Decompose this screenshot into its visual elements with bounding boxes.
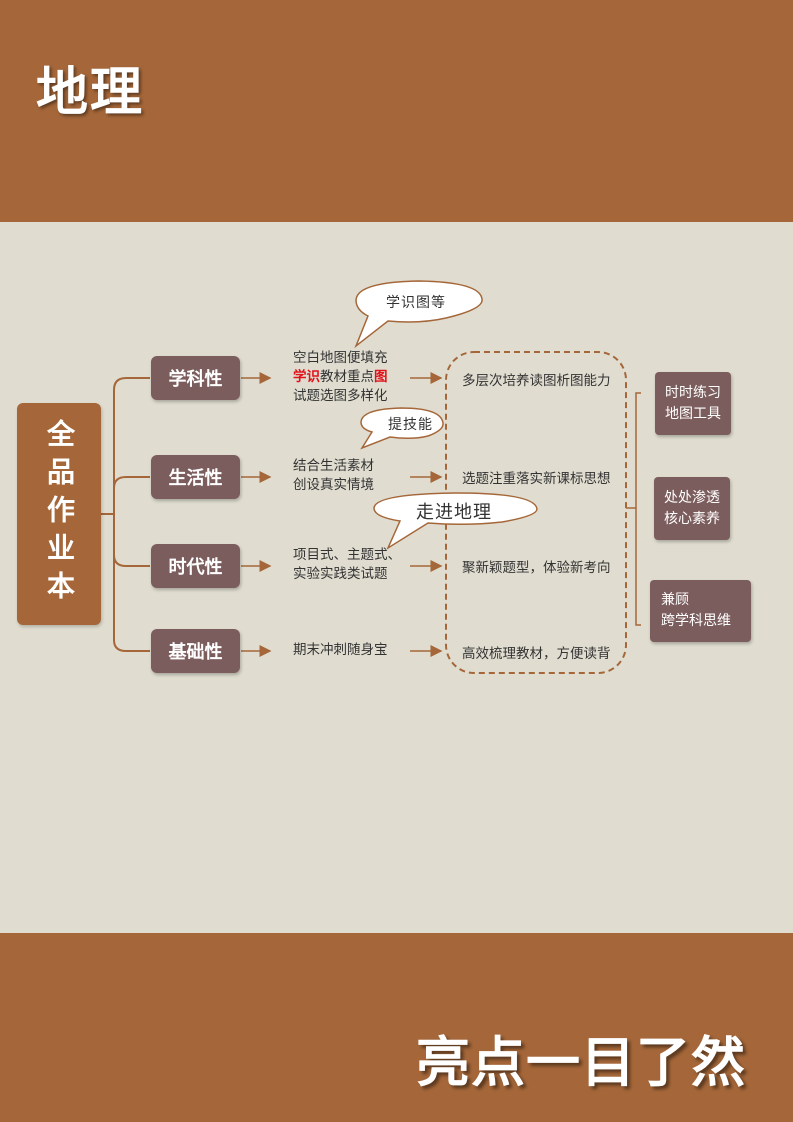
category-shenghuo: 生活性 bbox=[151, 455, 240, 499]
desc-shidai-line1: 项目式、主题式、 bbox=[293, 547, 401, 563]
category-xueke: 学科性 bbox=[151, 356, 240, 400]
outcome-3-line1: 兼顾 bbox=[661, 592, 689, 608]
bubble-tijineng bbox=[360, 407, 444, 450]
desc-shenghuo: 结合生活素材 创设真实情境 bbox=[293, 457, 374, 495]
feature-1: 多层次培养读图析图能力 bbox=[462, 373, 611, 389]
outcome-3: 兼顾跨学科思维 bbox=[650, 580, 751, 642]
outcome-3-line2: 跨学科思维 bbox=[661, 613, 731, 629]
desc-shenghuo-line2: 创设真实情境 bbox=[293, 477, 374, 493]
outcome-1-line2: 地图工具 bbox=[665, 405, 721, 422]
outcome-bracket bbox=[635, 392, 641, 626]
outcome-2-line1: 处处渗透 bbox=[664, 489, 720, 506]
outcome-2: 处处渗透核心素养 bbox=[654, 477, 730, 540]
root-label: 全品作业本 bbox=[43, 419, 76, 609]
footer-slogan: 亮点一目了然 bbox=[416, 1031, 746, 1094]
desc-xueke-line3: 试题选图多样化 bbox=[293, 388, 388, 404]
callout-xueshi: 学识图等 bbox=[386, 295, 446, 311]
header-band bbox=[0, 0, 793, 222]
footer-band bbox=[0, 933, 793, 1122]
desc-shidai-line2: 实验实践类试题 bbox=[293, 566, 388, 582]
feature-3: 聚新颖题型，体验新考向 bbox=[462, 560, 611, 576]
outcome-1-line1: 时时练习 bbox=[665, 384, 721, 401]
branch-shenghuo bbox=[113, 476, 150, 489]
bubble-xueshi bbox=[354, 280, 483, 349]
desc-jichu-line1: 期末冲刺随身宝 bbox=[293, 642, 388, 658]
feature-4: 高效梳理教材，方便读背 bbox=[462, 646, 611, 662]
desc-xueke-line2-mid: 教材重点 bbox=[320, 369, 374, 385]
bubble-zoujin bbox=[373, 492, 538, 550]
tree-spine bbox=[113, 377, 150, 652]
desc-shidai: 项目式、主题式、 实验实践类试题 bbox=[293, 546, 401, 584]
category-jichu: 基础性 bbox=[151, 629, 240, 673]
category-shidai: 时代性 bbox=[151, 544, 240, 588]
root-node: 全品作业本 bbox=[17, 403, 101, 625]
features-dashed-box bbox=[445, 351, 627, 674]
feature-2: 选题注重落实新课标思想 bbox=[462, 471, 611, 487]
outcome-1: 时时练习地图工具 bbox=[655, 372, 731, 435]
desc-shenghuo-line1: 结合生活素材 bbox=[293, 458, 374, 474]
desc-xueke-highlight1: 学识 bbox=[293, 369, 320, 385]
desc-jichu: 期末冲刺随身宝 bbox=[293, 641, 388, 660]
callout-tijineng: 提技能 bbox=[388, 417, 433, 433]
desc-xueke-line2: 学识教材重点图 bbox=[293, 368, 388, 387]
desc-xueke-line1: 空白地图便填充 bbox=[293, 350, 388, 366]
outcome-2-line2: 核心素养 bbox=[664, 510, 720, 527]
desc-xueke-highlight2: 图 bbox=[374, 369, 388, 385]
page-title: 地理 bbox=[36, 63, 145, 123]
branch-shidai bbox=[113, 554, 150, 567]
desc-xueke: 空白地图便填充 学识教材重点图 试题选图多样化 bbox=[293, 349, 388, 406]
callout-zoujin: 走进地理 bbox=[416, 502, 492, 523]
